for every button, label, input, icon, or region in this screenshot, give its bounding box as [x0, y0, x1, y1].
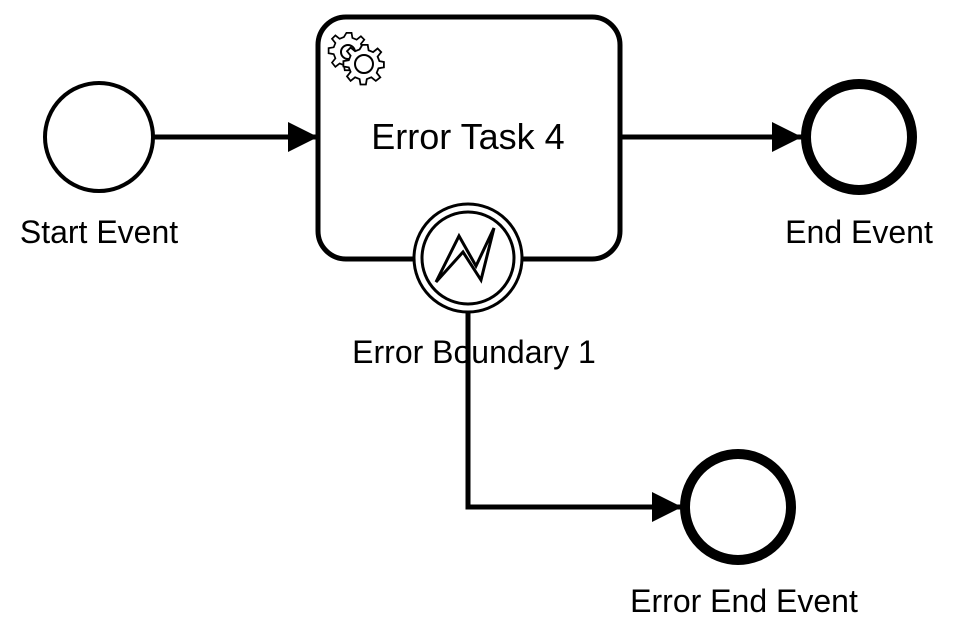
start-event-label: Start Event — [20, 214, 178, 250]
end-event-label: End Event — [785, 214, 933, 250]
error-end-event[interactable] — [680, 449, 796, 565]
error-boundary-event[interactable] — [412, 202, 524, 314]
end-event[interactable] — [801, 79, 917, 195]
lightning-icon — [434, 227, 496, 284]
boundary-label: Error Boundary 1 — [352, 334, 596, 370]
gear-icon — [327, 31, 385, 86]
task-label: Error Task 4 — [371, 116, 564, 157]
error-end-event-label: Error End Event — [630, 583, 858, 619]
start-event[interactable] — [43, 81, 155, 193]
